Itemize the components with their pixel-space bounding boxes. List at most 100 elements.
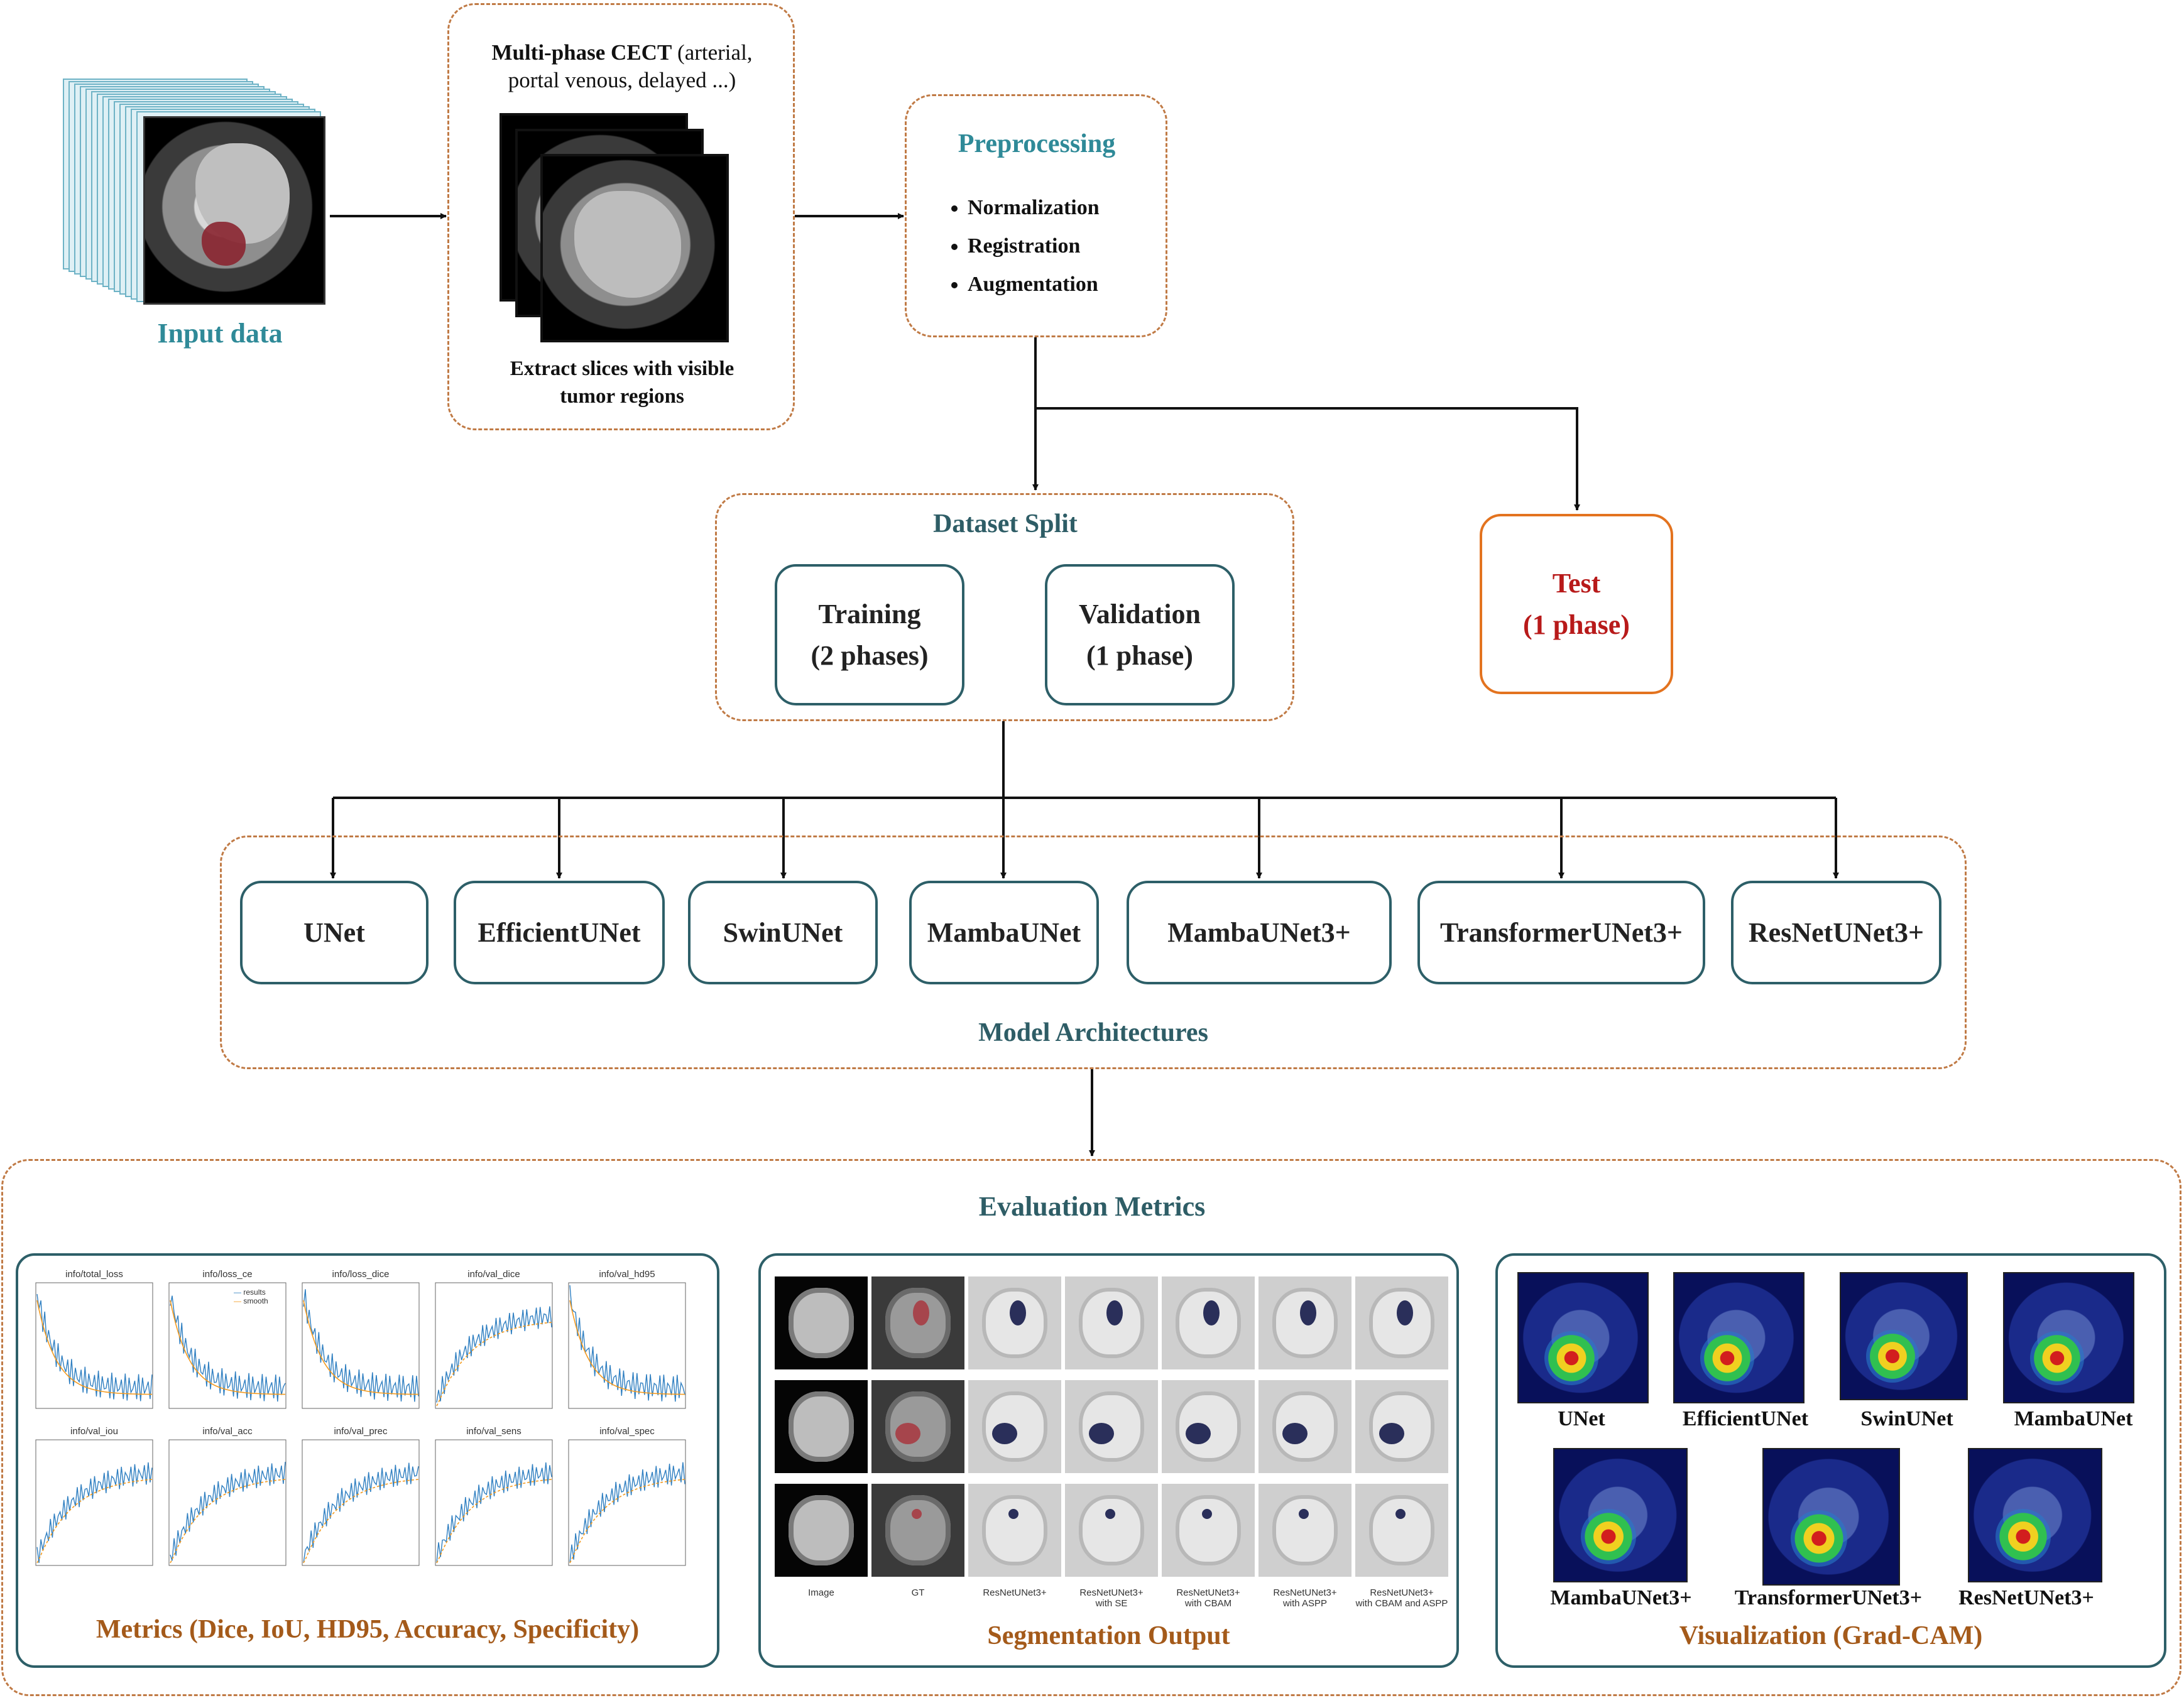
- cect-title-line2: portal venous, delayed ...): [508, 68, 736, 92]
- test-box: Test(1 phase): [1480, 514, 1673, 694]
- segmentation-column-label: ResNetUNet3+ with CBAM and ASPP: [1355, 1587, 1448, 1609]
- smooth-line: [36, 1300, 152, 1395]
- segmentation-cell: [871, 1484, 964, 1577]
- metric-plot: info/loss_dice: [298, 1269, 423, 1418]
- metric-plot-title: info/val_dice: [467, 1269, 520, 1280]
- results-line: [170, 1461, 286, 1561]
- metric-plot-title: info/val_acc: [202, 1426, 253, 1437]
- segmentation-cell: [1065, 1380, 1158, 1473]
- cect-title-rest: (arterial,: [672, 40, 753, 65]
- gradcam-heatmap: [1553, 1448, 1688, 1582]
- metric-plot: info/total_loss: [31, 1269, 157, 1418]
- segmentation-cell: [1065, 1484, 1158, 1577]
- gradcam-label: MambaUNet3+: [1550, 1586, 1692, 1609]
- metric-plot: info/val_spec: [564, 1426, 690, 1576]
- smooth-line: [303, 1479, 419, 1564]
- metric-plot: info/val_prec: [298, 1426, 423, 1576]
- gradcam-heatmap: [1840, 1272, 1968, 1400]
- evaluation-title: Evaluation Metrics: [978, 1191, 1206, 1222]
- model-mambaunet3plus: MambaUNet3+: [1127, 881, 1392, 984]
- segmentation-cell: [968, 1380, 1061, 1473]
- segmentation-cell: [1162, 1380, 1255, 1473]
- segmentation-column-label: Image: [808, 1587, 834, 1598]
- gradcam-label: UNet: [1558, 1407, 1605, 1430]
- metric-plot-title: info/val_spec: [599, 1426, 655, 1437]
- preprocessing-item: Normalization: [968, 188, 1100, 227]
- cect-slice-front: [540, 154, 729, 342]
- smooth-line: [436, 1322, 552, 1407]
- segmentation-cell: [1355, 1380, 1448, 1473]
- metric-plot-title: info/val_sens: [466, 1426, 521, 1437]
- training-box: Training(2 phases): [775, 564, 964, 705]
- metric-plot: info/loss_ce — results— smooth: [165, 1269, 290, 1418]
- model-architectures-box: [220, 835, 1967, 1069]
- metric-plot-title: info/loss_ce: [202, 1269, 253, 1280]
- segmentation-column-label: ResNetUNet3+: [983, 1587, 1047, 1598]
- segmentation-cell: [871, 1276, 964, 1369]
- results-line: [170, 1295, 286, 1402]
- preprocessing-item: Registration: [968, 227, 1100, 265]
- model-swinunet: SwinUNet: [688, 881, 878, 984]
- segmentation-column-label: ResNetUNet3+ with SE: [1079, 1587, 1144, 1609]
- dataset-split-title: Dataset Split: [933, 509, 1078, 538]
- cect-box: [447, 3, 795, 430]
- preprocessing-list: Normalization Registration Augmentation: [942, 188, 1100, 303]
- gradcam-heatmap: [1762, 1448, 1900, 1586]
- segmentation-cell: [1355, 1276, 1448, 1369]
- metric-plot-title: info/val_prec: [334, 1426, 388, 1437]
- segmentation-cell: [775, 1380, 868, 1473]
- smooth-line: [569, 1479, 685, 1564]
- preprocessing-title: Preprocessing: [958, 129, 1116, 158]
- model-transformerunet3plus: TransformerUNet3+: [1417, 881, 1705, 984]
- model-architectures-title: Model Architectures: [978, 1018, 1208, 1047]
- input-ct-slice: [143, 116, 325, 305]
- metric-plot: info/val_iou: [31, 1426, 157, 1576]
- plot-legend: — results— smooth: [234, 1288, 268, 1305]
- cect-slices: [500, 113, 732, 352]
- results-line: [436, 1462, 552, 1564]
- metric-plot: info/val_dice: [431, 1269, 557, 1418]
- gradcam-label: TransformerUNet3+: [1734, 1586, 1923, 1609]
- smooth-line: [36, 1479, 153, 1564]
- model-efficientunet: EfficientUNet: [454, 881, 665, 984]
- results-line: [569, 1285, 685, 1402]
- segmentation-column-label: ResNetUNet3+ with CBAM: [1176, 1587, 1240, 1609]
- segmentation-cell: [968, 1484, 1061, 1577]
- segmentation-cell: [968, 1276, 1061, 1369]
- segmentation-cell: [1259, 1276, 1351, 1369]
- segmentation-caption: Segmentation Output: [987, 1621, 1230, 1650]
- gradcam-caption: Visualization (Grad-CAM): [1679, 1621, 1983, 1650]
- metric-plot-title: info/loss_dice: [332, 1269, 390, 1280]
- dataset-split-box: [715, 493, 1294, 721]
- metric-plot: info/val_hd95: [564, 1269, 690, 1418]
- gradcam-label: EfficientUNet: [1682, 1407, 1809, 1430]
- input-data-label: Input data: [157, 318, 283, 349]
- results-line: [36, 1293, 153, 1401]
- segmentation-cell: [1259, 1380, 1351, 1473]
- metric-plot-title: info/val_iou: [70, 1426, 118, 1437]
- gradcam-heatmap: [1673, 1272, 1805, 1403]
- segmentation-cell: [775, 1276, 868, 1369]
- metric-plot: info/val_acc: [165, 1426, 290, 1576]
- smooth-line: [303, 1300, 418, 1395]
- training-curves: info/total_loss info/loss_ce — results— sm…: [31, 1269, 710, 1608]
- segmentation-cell: [1259, 1484, 1351, 1577]
- segmentation-cell: [775, 1484, 868, 1577]
- segmentation-cell: [1162, 1276, 1255, 1369]
- input-data-stack: [63, 79, 327, 308]
- smooth-line: [170, 1479, 286, 1564]
- gradcam-heatmap: [1517, 1272, 1649, 1403]
- segmentation-column-label: GT: [911, 1587, 925, 1598]
- cect-title-bold: Multi-phase CECT: [491, 40, 672, 65]
- segmentation-cell: [1065, 1276, 1158, 1369]
- smooth-line: [436, 1479, 552, 1564]
- gradcam-heatmap: [2003, 1272, 2134, 1403]
- gradcam-label: ResNetUNet3+: [1958, 1586, 2094, 1609]
- segmentation-cell: [871, 1380, 964, 1473]
- results-line: [569, 1462, 685, 1563]
- model-unet: UNet: [240, 881, 429, 984]
- gradcam-label: SwinUNet: [1860, 1407, 1953, 1430]
- results-line: [436, 1306, 552, 1403]
